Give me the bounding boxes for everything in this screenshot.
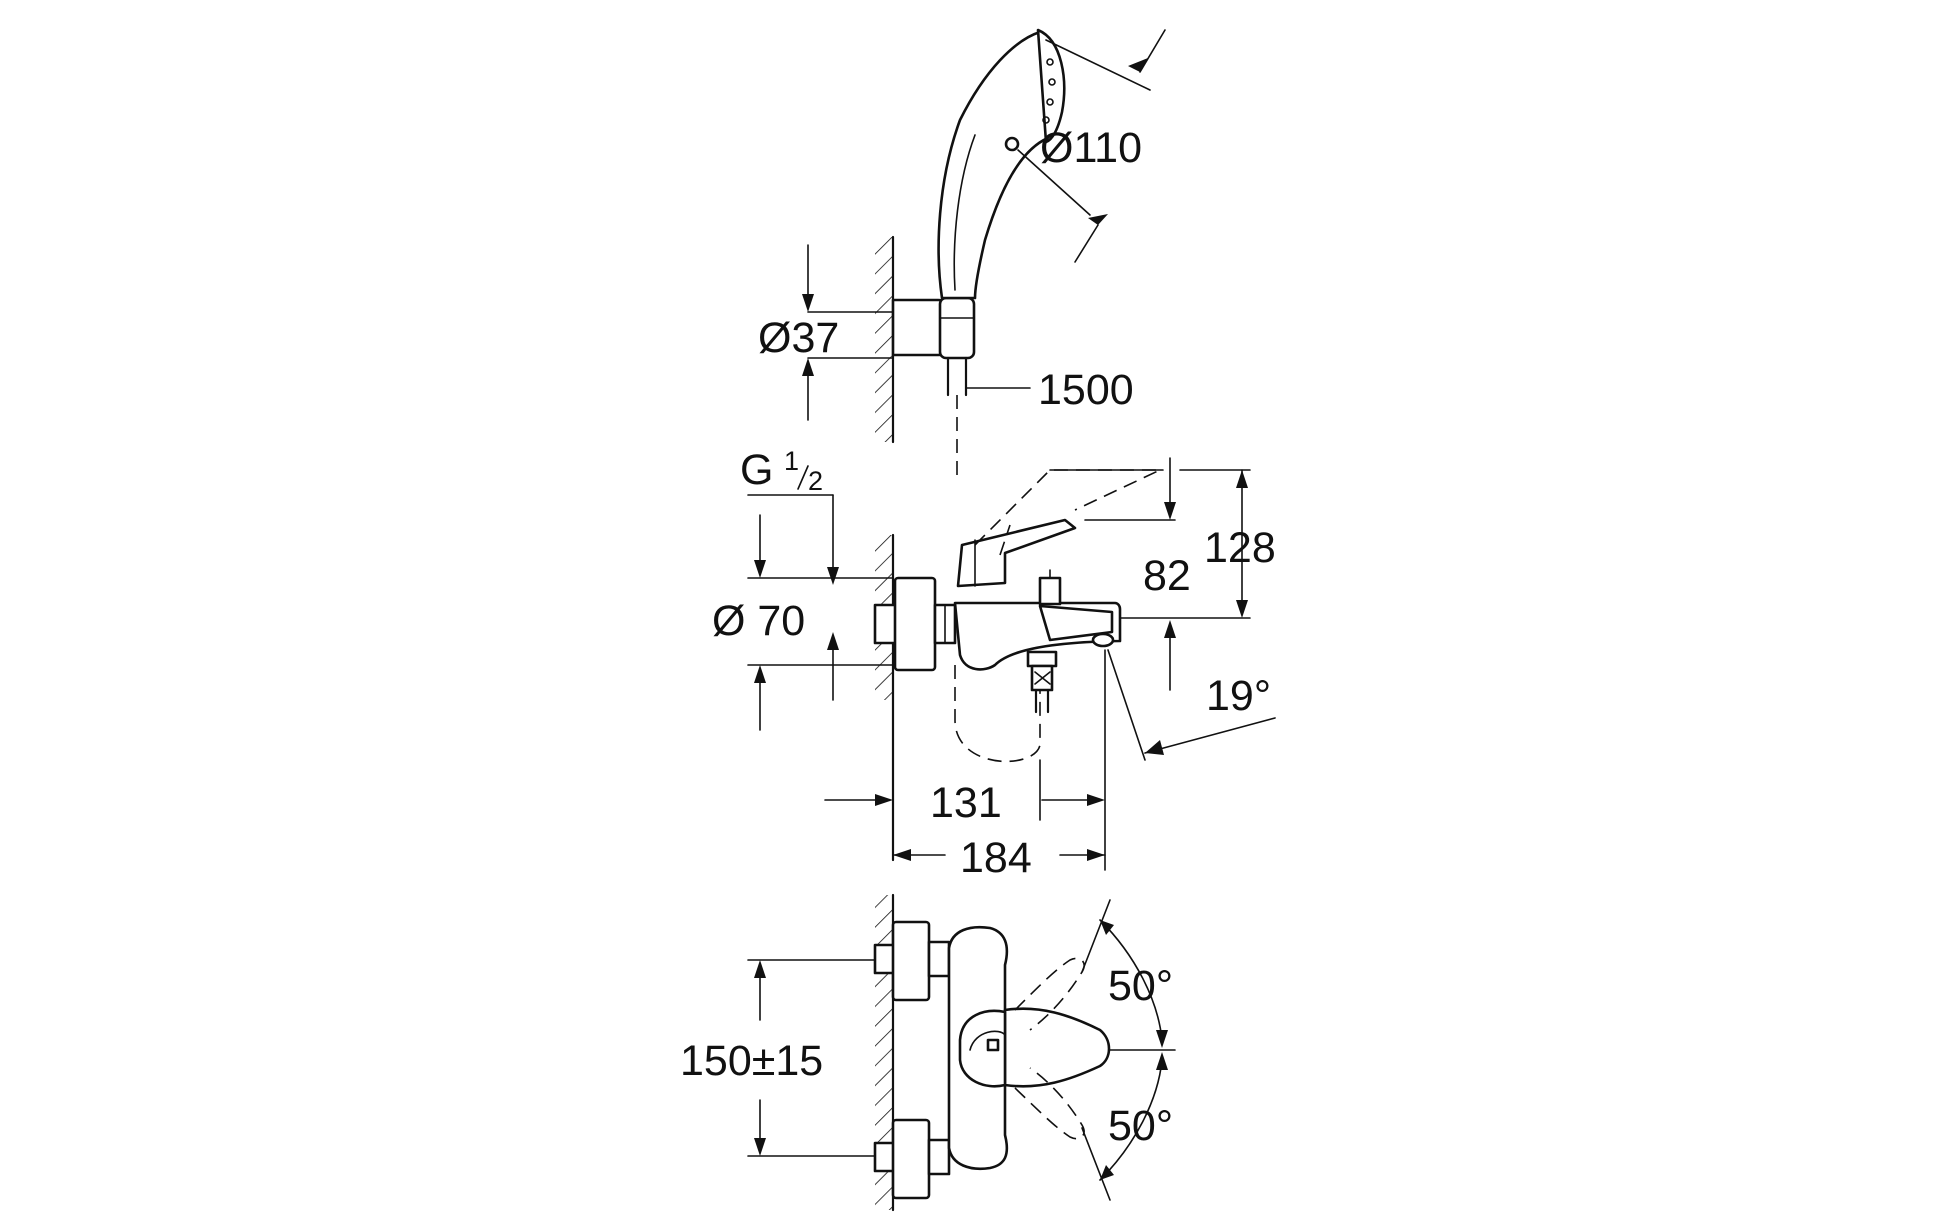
dim-lever-angles: 50° 50° [1081, 899, 1176, 1201]
label-rosette-diameter: Ø 70 [712, 597, 805, 645]
label-thread: G [740, 446, 773, 494]
mixer-side-view [873, 469, 1161, 763]
label-depth-131: 131 [930, 779, 1002, 827]
dim-heights: 82 128 [1049, 457, 1276, 691]
wall-top [875, 235, 895, 444]
dim-thread-size: G 1 2 [740, 446, 839, 701]
label-hose-length: 1500 [1038, 366, 1134, 414]
dim-spout-angle: 19° [1107, 649, 1276, 761]
dim-hose-length: 1500 [965, 366, 1134, 414]
label-angle-up: 50° [1108, 962, 1173, 1010]
dim-rosette-diameter: Ø 70 [712, 514, 894, 731]
label-holder-diameter: Ø37 [758, 314, 839, 362]
label-thread-numerator: 1 [784, 446, 799, 476]
wall-middle [875, 533, 895, 862]
label-center-distance: 150±15 [680, 1037, 823, 1085]
label-head-diameter: Ø110 [1040, 124, 1142, 172]
dim-projections: 131 184 [824, 649, 1106, 882]
label-height-128: 128 [1204, 524, 1276, 572]
label-spout-angle: 19° [1206, 672, 1271, 720]
label-angle-down: 50° [1108, 1102, 1173, 1150]
hand-shower [891, 28, 1066, 478]
dim-center-distance: 150±15 [680, 959, 876, 1157]
dim-head-diameter: Ø110 [1017, 29, 1166, 263]
label-height-82: 82 [1143, 552, 1191, 600]
label-depth-184: 184 [960, 834, 1032, 882]
label-thread-denominator: 2 [808, 466, 823, 496]
mixer-top-view [873, 920, 1111, 1200]
dim-holder-diameter: Ø37 [758, 244, 894, 421]
